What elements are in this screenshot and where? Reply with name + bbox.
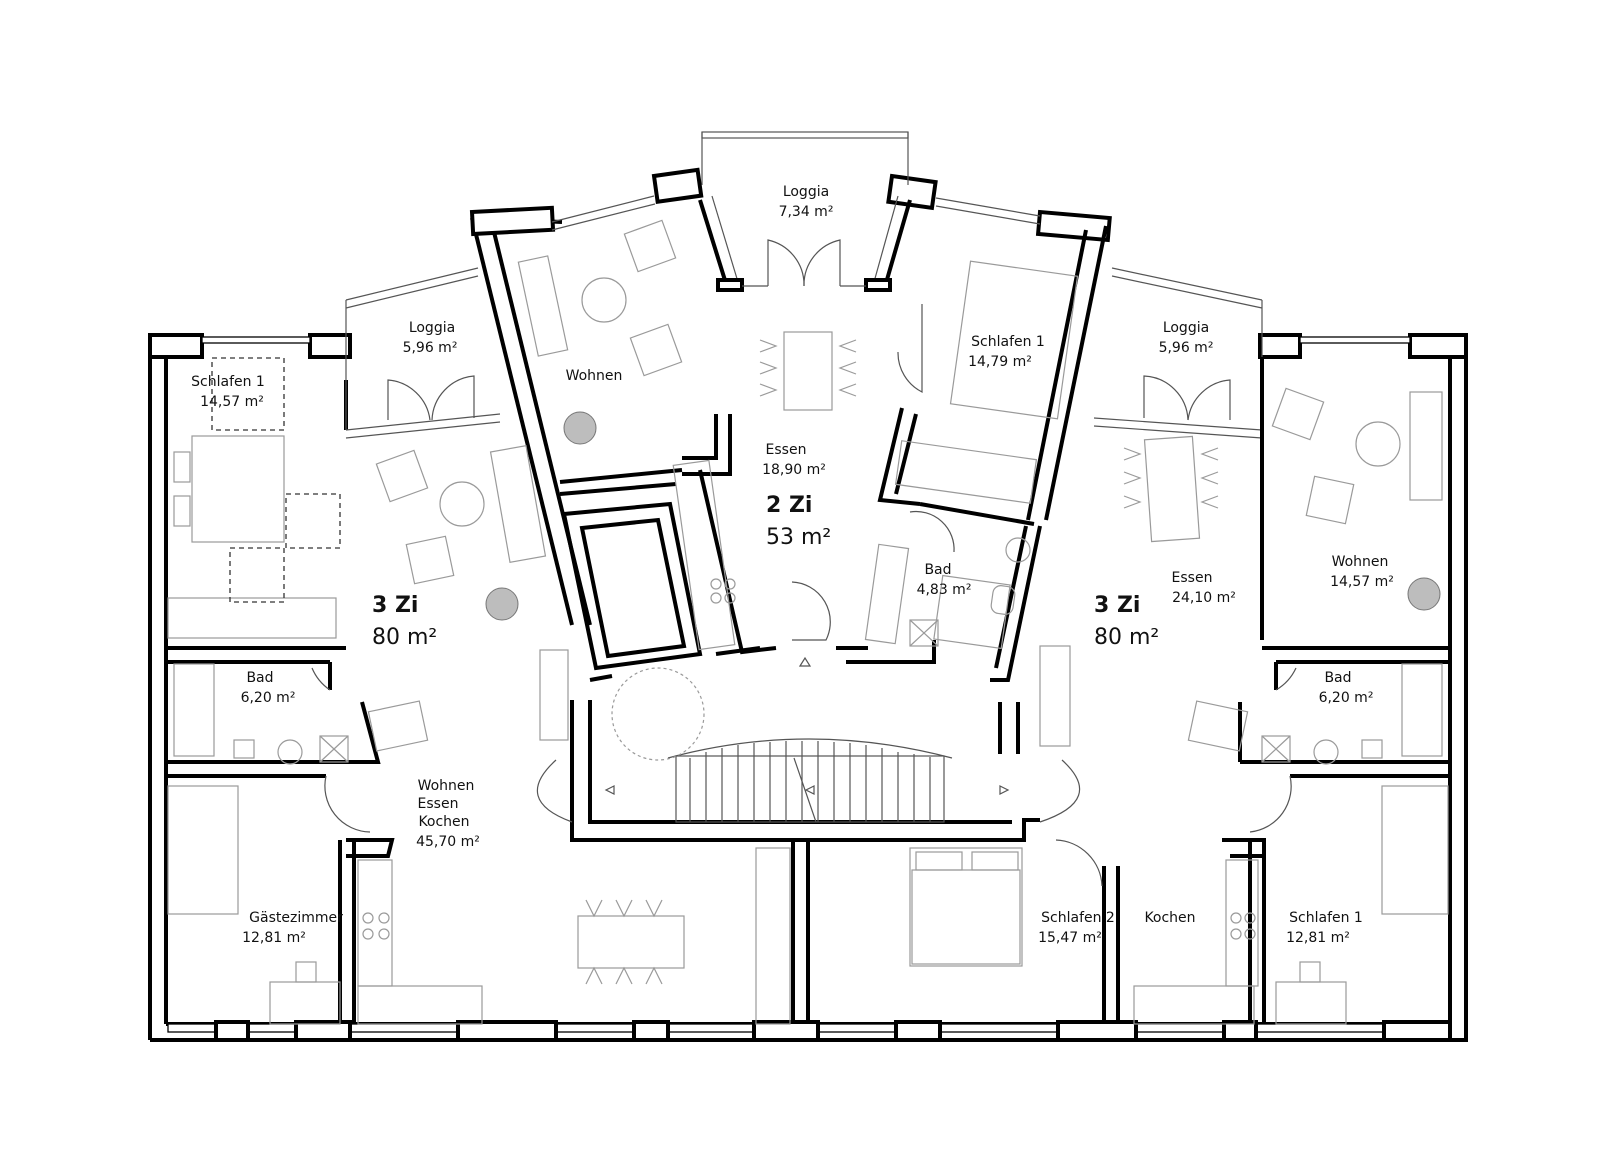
- room-name: Loggia: [409, 320, 455, 336]
- unit-rooms: 2 Zi: [766, 493, 812, 518]
- plant-icons: [485, 411, 1441, 621]
- room-area: 5,96 m²: [403, 340, 458, 356]
- central-walls: [469, 131, 1120, 1024]
- room-name: Bad: [1324, 670, 1351, 686]
- unit-area: 80 m²: [1094, 625, 1159, 650]
- room-area: 6,20 m²: [241, 690, 296, 706]
- room-area: 45,70 m²: [416, 834, 480, 850]
- central-interior: [517, 219, 1079, 967]
- room-name: Wohnen: [418, 778, 475, 794]
- left-wing-interior: [166, 267, 791, 1025]
- room-name: Gästezimmer: [249, 910, 343, 926]
- room-name: Wohnen: [566, 368, 623, 384]
- room-labels: Schlafen 1 14,57 m² Loggia 5,96 m² Bad 6…: [191, 184, 1394, 946]
- room-area: 12,81 m²: [1286, 930, 1350, 946]
- room-area: 15,47 m²: [1038, 930, 1102, 946]
- room-name: Essen: [418, 796, 459, 812]
- unit-labels: 3 Zi 80 m² 2 Zi 53 m² 3 Zi 80 m²: [372, 493, 1159, 650]
- room-area: 14,57 m²: [200, 394, 264, 410]
- room-name: Kochen: [1144, 910, 1195, 926]
- room-area: 14,57 m²: [1330, 574, 1394, 590]
- room-name: Bad: [924, 562, 951, 578]
- plant-icon: [1407, 577, 1441, 611]
- room-area: 24,10 m²: [1172, 590, 1236, 606]
- room-name: Schlafen 1: [1289, 910, 1363, 926]
- room-name: Schlafen 2: [1041, 910, 1115, 926]
- plant-icon: [485, 587, 519, 621]
- room-name: Wohnen: [1332, 554, 1389, 570]
- room-area: 18,90 m²: [762, 462, 826, 478]
- unit-area: 80 m²: [372, 625, 437, 650]
- unit-area: 53 m²: [766, 525, 831, 550]
- room-name: Essen: [766, 442, 807, 458]
- room-name: Loggia: [783, 184, 829, 200]
- plant-icon: [563, 411, 597, 445]
- room-name: Loggia: [1163, 320, 1209, 336]
- room-name: Schlafen 1: [191, 374, 265, 390]
- room-name: Schlafen 1: [971, 334, 1045, 350]
- room-name: Essen: [1172, 570, 1213, 586]
- outer-walls: [148, 333, 1468, 1042]
- bottom-windows: [167, 1020, 1452, 1042]
- room-area: 7,34 m²: [779, 204, 834, 220]
- unit-rooms: 3 Zi: [372, 593, 418, 618]
- right-wing-interior: [1055, 267, 1450, 1025]
- stairs: [536, 738, 1081, 823]
- room-area: 6,20 m²: [1319, 690, 1374, 706]
- unit-rooms: 3 Zi: [1094, 593, 1140, 618]
- room-name: Bad: [246, 670, 273, 686]
- direction-arrows: [604, 656, 1010, 795]
- room-area: 5,96 m²: [1159, 340, 1214, 356]
- room-area: 14,79 m²: [968, 354, 1032, 370]
- room-name: Kochen: [418, 814, 469, 830]
- room-area: 4,83 m²: [917, 582, 972, 598]
- room-area: 12,81 m²: [242, 930, 306, 946]
